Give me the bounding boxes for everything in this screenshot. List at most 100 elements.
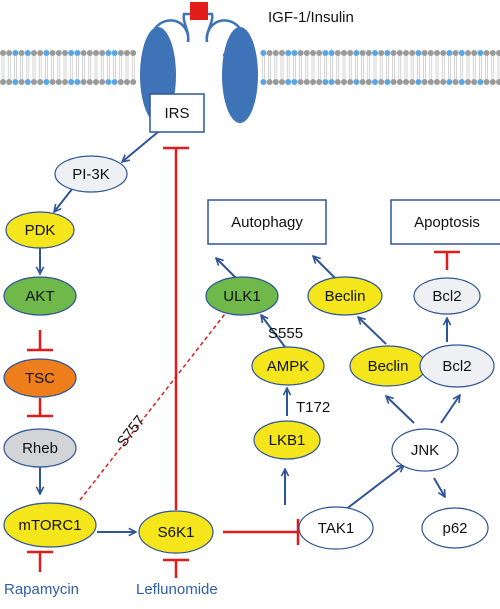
lipid-head <box>130 79 137 85</box>
node-lkb1: LKB1 <box>253 420 321 460</box>
lipid-head <box>489 50 496 56</box>
lipid-head <box>359 79 366 85</box>
lipid-tail <box>311 56 315 79</box>
lipid-head <box>403 79 409 85</box>
lipid-head <box>483 79 490 85</box>
svg-text:Rheb: Rheb <box>22 440 58 457</box>
ligand-square <box>190 2 208 20</box>
lipid-tail <box>100 56 104 79</box>
lipid-tail <box>330 56 333 79</box>
svg-text:JNK: JNK <box>411 442 439 459</box>
lipid-head <box>291 50 298 56</box>
lipid-head <box>93 50 99 56</box>
lipid-tail <box>373 56 377 79</box>
node-bcl2-mid: Bcl2 <box>419 344 495 388</box>
node-jnk: JNK <box>391 428 459 472</box>
arrow-tak1-jnk <box>344 465 404 511</box>
lipid-head <box>111 50 118 56</box>
lipid-head <box>415 79 422 85</box>
lipid-head <box>434 50 440 56</box>
lipid-head <box>458 79 465 85</box>
node-beclin-mid: Beclin <box>349 345 427 387</box>
node-pdk: PDK <box>5 211 75 249</box>
lipid-head <box>341 50 347 56</box>
arrow-ulk1-autophagy <box>216 258 237 279</box>
lipid-tail <box>45 56 48 79</box>
arrow-jnk-bcl2 <box>440 395 460 424</box>
svg-text:TAK1: TAK1 <box>318 520 354 537</box>
lipid-head <box>124 50 130 56</box>
lipid-tail <box>361 56 364 79</box>
lipid-head <box>322 79 329 85</box>
lipid-tail <box>14 56 17 79</box>
lipid-tail <box>113 56 116 79</box>
lipid-head <box>359 50 366 56</box>
membrane-lipid-tails <box>1 56 500 79</box>
lipid-head <box>403 50 409 56</box>
lipid-tail <box>119 56 123 79</box>
lipid-tail <box>32 56 36 79</box>
lipid-head <box>124 79 130 85</box>
lipid-head <box>43 50 50 56</box>
drug-leflunomide-label: Leflunomide <box>136 581 218 598</box>
lipid-head <box>55 79 62 85</box>
lipid-head <box>396 79 403 85</box>
lipid-head <box>310 79 316 85</box>
svg-text:Bcl2: Bcl2 <box>432 288 461 305</box>
lipid-tail <box>392 56 395 79</box>
inhibit-mtorc1-ulk1-dashed <box>79 309 229 501</box>
lipid-head <box>24 79 31 85</box>
lipid-tail <box>398 56 402 79</box>
arrow-beclin-beclin <box>358 317 387 345</box>
node-mtorc1: mTORC1 <box>3 502 97 548</box>
lipid-head <box>347 79 354 85</box>
membrane-lipid-heads-bottom <box>0 79 500 85</box>
lipid-head <box>458 50 465 56</box>
arrow-irs-pi3k <box>122 131 159 162</box>
node-beclin-top: Beclin <box>307 276 383 316</box>
site-s757-label: S757 <box>114 412 149 450</box>
lipid-head <box>421 50 428 56</box>
lipid-head <box>55 50 62 56</box>
lipid-head <box>496 79 500 85</box>
lipid-head <box>440 50 447 56</box>
lipid-head <box>465 50 471 56</box>
lipid-tail <box>324 56 327 79</box>
lipid-head <box>378 79 385 85</box>
lipid-head <box>99 79 106 85</box>
node-bcl2-top: Bcl2 <box>413 277 481 315</box>
lipid-head <box>452 50 459 56</box>
lipid-head <box>297 79 304 85</box>
lipid-head <box>415 50 422 56</box>
lipid-head <box>328 79 335 85</box>
lipid-head <box>372 50 378 56</box>
autophagy-label: Autophagy <box>231 214 303 231</box>
lipid-head <box>49 79 56 85</box>
lipid-head <box>62 79 68 85</box>
lipid-head <box>421 79 428 85</box>
lipid-tail <box>82 56 85 79</box>
svg-text:PDK: PDK <box>25 222 56 239</box>
lipid-head <box>43 79 50 85</box>
lipid-head <box>446 50 453 56</box>
lipid-tail <box>348 56 352 79</box>
lipid-tail <box>88 56 92 79</box>
node-akt: AKT <box>3 276 77 316</box>
lipid-head <box>409 50 416 56</box>
lipid-head <box>272 50 279 56</box>
arrow-beclin-autophagy <box>313 256 336 279</box>
lipid-head <box>285 50 292 56</box>
lipid-head <box>86 79 93 85</box>
lipid-head <box>316 79 323 85</box>
lipid-head <box>80 50 87 56</box>
lipid-head <box>440 79 447 85</box>
lipid-tail <box>454 56 457 79</box>
lipid-tail <box>441 56 445 79</box>
lipid-head <box>483 50 490 56</box>
lipid-tail <box>466 56 470 79</box>
lipid-tail <box>76 56 79 79</box>
lipid-tail <box>69 56 73 79</box>
lipid-head <box>496 50 500 56</box>
lipid-tail <box>435 56 439 79</box>
lipid-tail <box>274 56 278 79</box>
